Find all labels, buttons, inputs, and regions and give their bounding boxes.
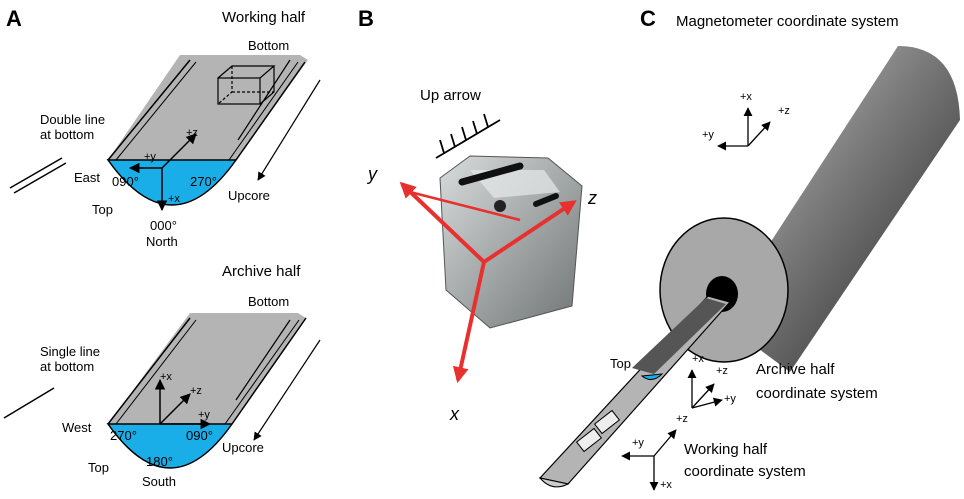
working-ax-x: +x bbox=[168, 193, 180, 205]
work-ax-x: +x bbox=[660, 479, 672, 491]
arch-ax-y: +y bbox=[724, 393, 736, 405]
archive-half-title: Archive half bbox=[222, 263, 301, 280]
archive-upcore: Upcore bbox=[222, 440, 264, 455]
working-line-note-2: at bottom bbox=[40, 127, 94, 142]
working-deg-bottom: 000° bbox=[150, 218, 177, 233]
working-half-diagram: Working half Bottom Double line at botto… bbox=[9, 9, 321, 249]
work-ax-z: +z bbox=[676, 413, 688, 425]
working-top: Top bbox=[92, 202, 113, 217]
core-tube bbox=[538, 295, 732, 488]
panel-a-letter: A bbox=[6, 6, 22, 31]
arch-ax-z: +z bbox=[716, 365, 728, 377]
red-axes bbox=[399, 181, 577, 384]
working-core-surface bbox=[108, 55, 308, 160]
working-ax-z: +z bbox=[186, 127, 198, 139]
core-top-label: Top bbox=[610, 356, 631, 371]
panel-b-photo: Up arrow y z x bbox=[366, 87, 597, 424]
archive-line-note-1: Single line bbox=[40, 344, 100, 359]
working-half-title: Working half bbox=[222, 9, 306, 26]
archive-west: West bbox=[62, 420, 92, 435]
working-coord-axes bbox=[621, 429, 677, 491]
archive-core-end bbox=[106, 423, 234, 469]
archive-deg-left: 270° bbox=[110, 428, 137, 443]
up-arrow-label: Up arrow bbox=[420, 87, 481, 104]
archive-line-note-2: at bottom bbox=[40, 359, 94, 374]
working-ax-y: +y bbox=[144, 151, 156, 163]
working-deg-right: 270° bbox=[190, 174, 217, 189]
working-line-note-1: Double line bbox=[40, 112, 105, 127]
panel-b-ax-z: z bbox=[587, 188, 597, 208]
archive-coord-axes bbox=[687, 369, 723, 409]
archive-coord-label-2: coordinate system bbox=[756, 385, 878, 402]
archive-deg-bottom: 180° bbox=[146, 454, 173, 469]
working-sample-cube bbox=[217, 65, 276, 105]
working-bottom-label: Bottom bbox=[248, 38, 289, 53]
archive-core-surface bbox=[108, 313, 306, 424]
archive-bottom-label: Bottom bbox=[248, 294, 289, 309]
panel-c-letter: C bbox=[640, 6, 656, 31]
magnetometer-title: Magnetometer coordinate system bbox=[676, 13, 899, 30]
archive-top: Top bbox=[88, 460, 109, 475]
work-ax-y: +y bbox=[632, 437, 644, 449]
archive-ax-z: +z bbox=[190, 385, 202, 397]
archive-coord-label-1: Archive half bbox=[756, 361, 835, 378]
panel-b-ax-x: x bbox=[449, 404, 460, 424]
archive-half-diagram: Archive half Bottom Single line at botto… bbox=[3, 263, 321, 489]
panel-b-ax-y: y bbox=[366, 164, 378, 184]
working-deg-left: 090° bbox=[112, 174, 139, 189]
working-coord-label-1: Working half bbox=[684, 441, 768, 458]
archive-ax-y: +y bbox=[198, 409, 210, 421]
working-core-end bbox=[106, 159, 238, 206]
archive-deg-right: 090° bbox=[186, 428, 213, 443]
working-upcore: Upcore bbox=[228, 188, 270, 203]
magnetometer-axes bbox=[717, 107, 771, 151]
panel-b-letter: B bbox=[358, 6, 374, 31]
mag-ax-z: +z bbox=[778, 105, 790, 117]
arch-ax-x: +x bbox=[692, 353, 704, 365]
working-east: East bbox=[74, 170, 100, 185]
archive-ax-x: +x bbox=[160, 371, 172, 383]
archive-south: South bbox=[142, 474, 176, 489]
mag-ax-x: +x bbox=[740, 91, 752, 103]
working-coord-label-2: coordinate system bbox=[684, 463, 806, 480]
mag-ax-y: +y bbox=[702, 129, 714, 141]
up-arrow-icon bbox=[435, 113, 501, 159]
working-north: North bbox=[146, 234, 178, 249]
